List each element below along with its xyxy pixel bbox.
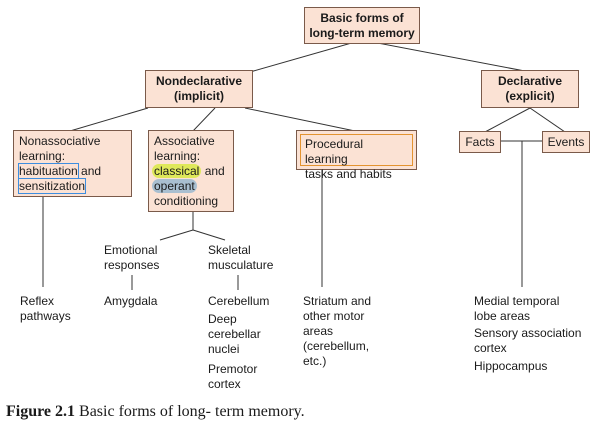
cerebellum-label: Cerebellum: [208, 294, 269, 309]
declarative-line2: (explicit): [505, 89, 555, 103]
procedural-line2: tasks and habits: [305, 167, 392, 181]
reflex-line2: pathways: [20, 309, 71, 323]
hippocampus-label: Hippocampus: [474, 359, 547, 374]
medial-line2: lobe areas: [474, 309, 531, 323]
figure-caption: Figure 2.1 Basic forms of long- term mem…: [6, 402, 305, 422]
facts-label: Facts: [465, 135, 495, 149]
nondeclarative-node-box: Nondeclarative (implicit): [145, 70, 253, 108]
root-node-box: Basic forms of long-term memory: [304, 7, 420, 44]
cerebellum-text: Cerebellum: [208, 294, 270, 308]
associative-and: and: [201, 164, 225, 178]
figure-caption-text: Basic forms of long- term memory.: [75, 403, 305, 420]
procedural-node-box: Procedural learning tasks and habits: [296, 130, 417, 181]
skeletal-line2: musculature: [208, 258, 274, 272]
events-node-box: Events: [542, 131, 590, 153]
associative-line1: Associative: [154, 134, 215, 148]
habituation-highlight: habituation: [18, 163, 79, 179]
skeletal-line1: Skeletal: [208, 243, 251, 257]
nonassociative-line1: Nonassociative: [19, 134, 101, 148]
premotor-cortex-label: Premotor cortex: [208, 362, 257, 392]
sensory-line2: cortex: [474, 341, 507, 355]
striatum-line2: other motor: [303, 309, 365, 323]
declarative-line1: Declarative: [497, 74, 563, 88]
nonassociative-line4: sensitization: [17, 178, 126, 194]
associative-line2: learning:: [154, 149, 201, 163]
nonassociative-line3: habituation and: [18, 163, 126, 179]
striatum-line1: Striatum and: [303, 294, 372, 308]
amygdala-label: Amygdala: [104, 294, 157, 309]
deep-line2: cerebellar: [208, 327, 261, 341]
medial-line1: Medial temporal: [474, 294, 560, 308]
nonassociative-node-box: Nonassociative learning: habituation and…: [13, 130, 132, 197]
deep-line1: Deep: [208, 312, 237, 326]
deep-line3: nuclei: [208, 342, 240, 356]
facts-node-box: Facts: [459, 131, 501, 153]
root-node-line1: Basic forms of: [320, 11, 404, 25]
emotional-line1: Emotional: [104, 243, 158, 257]
procedural-line1: Procedural learning: [305, 137, 364, 166]
nondeclarative-line1: Nondeclarative: [155, 74, 243, 88]
associative-line5: conditioning: [154, 194, 219, 208]
hippocampus-text: Hippocampus: [474, 359, 548, 373]
sensory-line1: Sensory association: [474, 326, 582, 340]
procedural-highlight-frame: Procedural learning tasks and habits: [300, 134, 413, 181]
nonassociative-line2: learning:: [19, 149, 66, 163]
striatum-label: Striatum and other motor areas (cerebell…: [303, 294, 371, 369]
reflex-line1: Reflex: [20, 294, 55, 308]
sensory-association-label: Sensory association cortex: [474, 326, 581, 356]
classical-highlight: classical: [152, 164, 202, 178]
striatum-line3: areas: [303, 324, 334, 338]
amygdala-text: Amygdala: [104, 294, 158, 308]
striatum-line4: (cerebellum,: [303, 339, 370, 353]
deep-cerebellar-nuclei-label: Deep cerebellar nuclei: [208, 312, 261, 357]
striatum-line5: etc.): [303, 354, 327, 368]
nondeclarative-line2: (implicit): [174, 89, 224, 103]
figure-caption-label: Figure 2.1: [6, 403, 76, 420]
associative-line3: classical and: [152, 164, 228, 179]
events-label: Events: [547, 135, 585, 149]
associative-node-box: Associative learning: classical and oper…: [148, 130, 234, 212]
associative-line4-wrap: operant: [152, 179, 228, 194]
skeletal-musculature-label: Skeletal musculature: [208, 243, 273, 273]
declarative-node-box: Declarative (explicit): [481, 70, 579, 108]
emotional-line2: responses: [104, 258, 160, 272]
sensitization-highlight: sensitization: [17, 178, 87, 194]
operant-highlight: operant: [152, 179, 197, 193]
emotional-responses-label: Emotional responses: [104, 243, 159, 273]
premotor-line2: cortex: [208, 377, 241, 391]
medial-temporal-label: Medial temporal lobe areas: [474, 294, 559, 324]
premotor-line1: Premotor: [208, 362, 258, 376]
nonassociative-and: and: [77, 164, 102, 178]
reflex-pathways-label: Reflex pathways: [20, 294, 71, 324]
root-node-line2: long-term memory: [309, 26, 415, 40]
